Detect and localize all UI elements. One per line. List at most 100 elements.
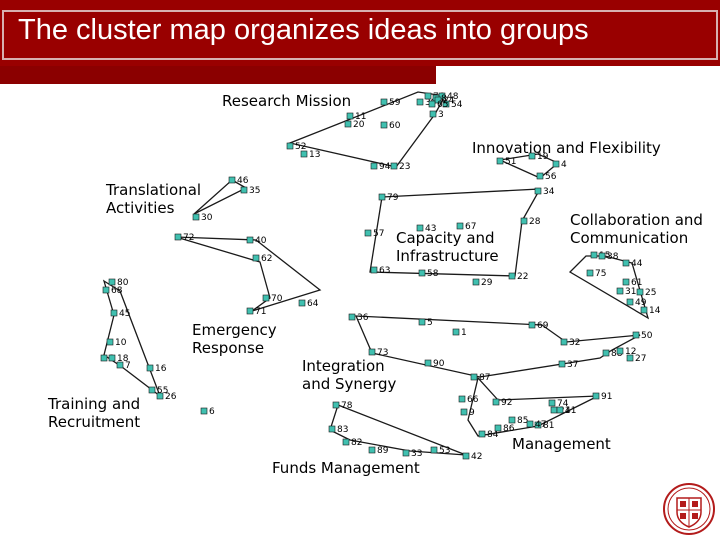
point-marker	[390, 162, 398, 170]
title-banner-underbar	[0, 66, 436, 84]
point-number: 45	[119, 309, 130, 319]
point-marker	[228, 176, 236, 184]
point-marker	[342, 438, 350, 446]
point-number: 61	[631, 278, 642, 288]
statement-point: 6	[200, 407, 215, 417]
point-number: 90	[433, 359, 445, 369]
point-marker	[348, 313, 356, 321]
statement-point: 72	[174, 233, 194, 243]
statement-point: 66	[458, 395, 479, 405]
point-number: 32	[569, 338, 580, 348]
statement-point: 20	[344, 120, 365, 130]
cluster-label-line: Emergency	[192, 321, 277, 339]
cluster-label-line: Translational	[105, 181, 201, 199]
point-marker	[146, 364, 154, 372]
point-number: 38	[607, 252, 619, 262]
statement-point: 29	[472, 278, 493, 288]
point-number: 40	[255, 236, 267, 246]
cluster-label-line: Infrastructure	[396, 247, 499, 265]
point-marker	[508, 416, 516, 424]
statement-point: 45	[110, 309, 130, 319]
point-marker	[368, 446, 376, 454]
point-marker	[442, 100, 450, 108]
point-number: 56	[545, 172, 557, 182]
statement-point: 68	[102, 286, 123, 296]
statement-point: 51	[496, 157, 516, 167]
statement-point: 79	[378, 193, 399, 203]
point-number: 11	[355, 112, 366, 122]
point-marker	[328, 425, 336, 433]
point-number: 26	[165, 392, 177, 402]
statement-point: 43	[416, 224, 436, 234]
statement-point: 58	[418, 269, 439, 279]
point-marker	[148, 386, 156, 394]
point-marker	[452, 328, 460, 336]
statement-point: 14	[640, 306, 661, 316]
statement-point: 78	[332, 401, 353, 411]
statement-point: 38	[598, 252, 619, 262]
point-marker	[536, 172, 544, 180]
statement-point: 86	[494, 424, 515, 434]
statement-point: 74	[548, 399, 569, 409]
point-number: 84	[487, 430, 499, 440]
statement-point: 70	[262, 294, 283, 304]
point-number: 33	[411, 449, 422, 459]
point-marker	[332, 401, 340, 409]
cluster-outline-integration-synergy	[354, 315, 641, 378]
point-number: 4	[561, 160, 567, 170]
point-marker	[300, 150, 308, 158]
cluster-label-line: and Synergy	[302, 375, 397, 393]
statement-point: 55	[148, 386, 168, 396]
point-number: 27	[635, 354, 646, 364]
statement-point: 73	[368, 348, 388, 358]
cluster-label-line: Management	[512, 435, 611, 453]
statement-point: 56	[536, 172, 557, 182]
point-number: 79	[387, 193, 399, 203]
point-marker	[494, 424, 502, 432]
point-marker	[550, 406, 558, 414]
point-number: 49	[635, 298, 647, 308]
cluster-label-funds-management: Funds Management	[272, 459, 420, 477]
point-number: 34	[543, 187, 555, 197]
cluster-label-line: Collaboration and	[570, 211, 703, 229]
point-number: 12	[625, 347, 636, 357]
statement-point: 23	[390, 162, 410, 172]
point-number: 47	[535, 420, 546, 430]
point-marker	[560, 338, 568, 346]
point-marker	[416, 98, 424, 106]
point-marker	[636, 288, 644, 296]
statement-point: 59	[380, 98, 401, 108]
statement-point: 65	[428, 100, 448, 110]
statement-point: 62	[252, 254, 272, 264]
point-number: 46	[237, 176, 249, 186]
point-number: 50	[641, 331, 653, 341]
cluster-label-line: Communication	[570, 229, 688, 247]
statement-point: 37	[558, 360, 578, 370]
statement-point: 57	[364, 229, 384, 239]
point-marker	[380, 98, 388, 106]
point-number: 72	[183, 233, 194, 243]
point-marker	[586, 269, 594, 277]
point-marker	[472, 278, 480, 286]
point-number: 30	[201, 213, 213, 223]
cluster-label-line: Research Mission	[222, 92, 351, 110]
statement-point: 30	[192, 213, 213, 223]
cluster-outline-capacity-infrastructure	[369, 188, 542, 277]
point-marker	[520, 217, 528, 225]
statement-point: 41	[556, 406, 576, 416]
statement-point: 46	[228, 176, 249, 186]
point-marker	[402, 449, 410, 457]
point-marker	[492, 398, 500, 406]
point-number: 9	[469, 408, 475, 418]
statement-point: 26	[156, 392, 177, 402]
statement-point: 94	[370, 162, 391, 172]
statement-point: 90	[424, 359, 445, 369]
statement-point: 27	[626, 354, 646, 364]
point-marker	[429, 110, 437, 118]
point-number: 13	[309, 150, 320, 160]
point-number: 80	[117, 278, 129, 288]
point-marker	[528, 321, 536, 329]
point-number: 8	[441, 94, 447, 104]
